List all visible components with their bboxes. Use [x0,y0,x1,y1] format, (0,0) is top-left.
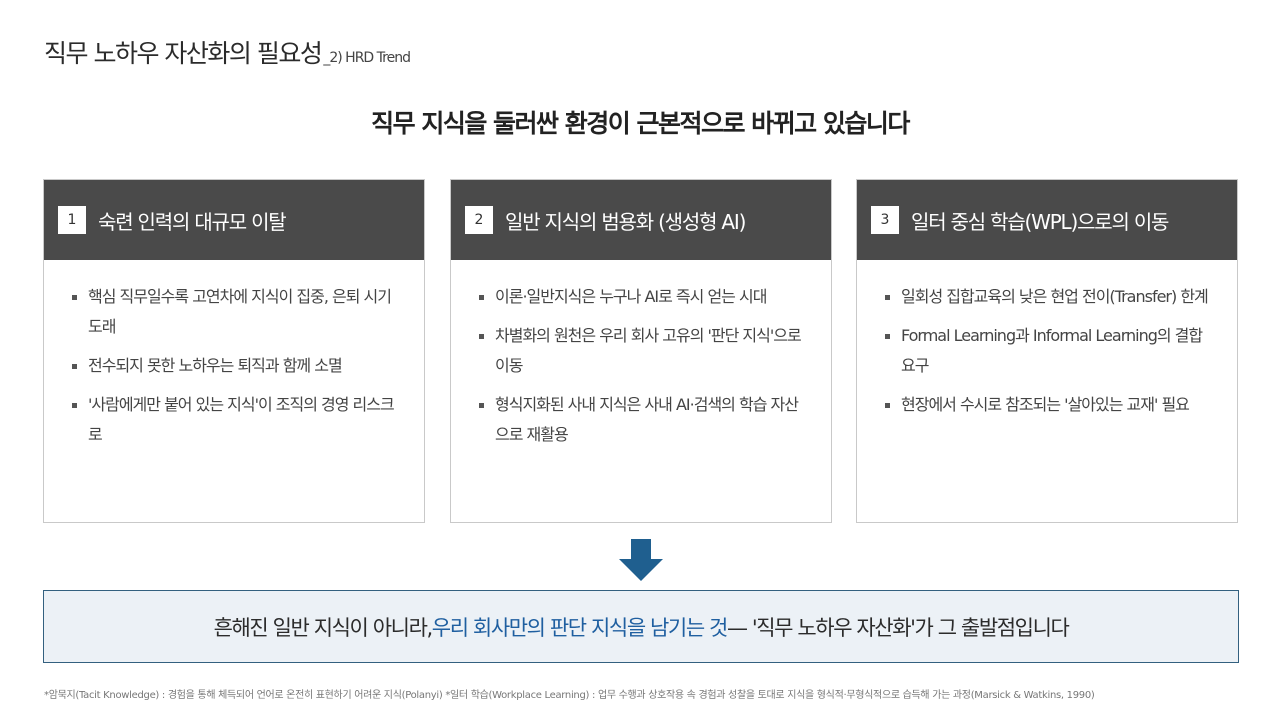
bullet-text: 이론·일반지식은 누구나 AI로 즉시 얻는 시대 [495,287,767,306]
list-item: 현장에서 수시로 참조되는 '살아있는 교재' 필요 [885,390,1213,420]
card-header: 3 일터 중심 학습(WPL)으로의 이동 [857,180,1237,260]
card-title: 일터 중심 학습(WPL)으로의 이동 [911,209,1169,234]
list-item: 일회성 집합교육의 낮은 현업 전이(Transfer) 한계 [885,282,1213,312]
list-item: 차별화의 원천은 우리 회사 고유의 '판단 지식'으로 이동 [479,321,807,381]
arrow-down-icon [619,539,663,581]
bullet-square-icon [72,364,77,369]
bullet-square-icon [885,334,890,339]
card-number: 1 [58,206,86,234]
bullet-square-icon [479,403,484,408]
page-title: 직무 노하우 자산화의 필요성 [44,39,323,68]
bullet-square-icon [72,403,77,408]
bullet-square-icon [479,334,484,339]
summary-box: 흔해진 일반 지식이 아니라, 우리 회사만의 판단 지식을 남기는 것 — '… [43,590,1239,663]
card-generative-ai: 2 일반 지식의 범용화 (생성형 AI) 이론·일반지식은 누구나 AI로 즉… [450,179,832,523]
list-item: 이론·일반지식은 누구나 AI로 즉시 얻는 시대 [479,282,807,312]
bullet-square-icon [885,403,890,408]
list-item: Formal Learning과 Informal Learning의 결합 요… [885,321,1213,381]
bullet-text: Formal Learning과 Informal Learning의 결합 요… [901,326,1203,375]
bullet-text: 전수되지 못한 노하우는 퇴직과 함께 소멸 [88,356,343,375]
card-header: 1 숙련 인력의 대규모 이탈 [44,180,424,260]
card-skilled-workforce: 1 숙련 인력의 대규모 이탈 핵심 직무일수록 고연차에 지식이 집중, 은퇴… [43,179,425,523]
card-number: 3 [871,206,899,234]
card-header: 2 일반 지식의 범용화 (생성형 AI) [451,180,831,260]
card-title: 일반 지식의 범용화 (생성형 AI) [505,209,746,234]
bullet-text: 형식지화된 사내 지식은 사내 AI·검색의 학습 자산으로 재활용 [495,395,799,444]
headline: 직무 지식을 둘러싼 환경이 근본적으로 바뀌고 있습니다 [371,109,910,138]
list-item: 형식지화된 사내 지식은 사내 AI·검색의 학습 자산으로 재활용 [479,390,807,450]
card-title: 숙련 인력의 대규모 이탈 [98,209,287,234]
list-item: 핵심 직무일수록 고연차에 지식이 집중, 은퇴 시기 도래 [72,282,400,342]
bullet-text: 핵심 직무일수록 고연차에 지식이 집중, 은퇴 시기 도래 [88,287,392,336]
bullet-square-icon [72,295,77,300]
summary-text-start: 흔해진 일반 지식이 아니라, [213,615,434,640]
bullet-list: 핵심 직무일수록 고연차에 지식이 집중, 은퇴 시기 도래 전수되지 못한 노… [44,260,424,450]
summary-text-end: — '직무 노하우 자산화'가 그 출발점입니다 [726,615,1070,640]
bullet-list: 이론·일반지식은 누구나 AI로 즉시 얻는 시대 차별화의 원천은 우리 회사… [451,260,831,450]
bullet-square-icon [885,295,890,300]
page-header: 직무 노하우 자산화의 필요성 _2) HRD Trend [44,34,411,70]
footnote: *암묵지(Tacit Knowledge) : 경험을 통해 체득되어 언어로 … [44,690,1095,701]
bullet-list: 일회성 집합교육의 낮은 현업 전이(Transfer) 한계 Formal L… [857,260,1237,420]
bullet-text: 일회성 집합교육의 낮은 현업 전이(Transfer) 한계 [901,287,1209,306]
card-workplace-learning: 3 일터 중심 학습(WPL)으로의 이동 일회성 집합교육의 낮은 현업 전이… [856,179,1238,523]
list-item: '사람에게만 붙어 있는 지식'이 조직의 경영 리스크로 [72,390,400,450]
bullet-text: 현장에서 수시로 참조되는 '살아있는 교재' 필요 [901,395,1190,414]
summary-highlight: 우리 회사만의 판단 지식을 남기는 것 [431,615,729,640]
card-number: 2 [465,206,493,234]
bullet-text: '사람에게만 붙어 있는 지식'이 조직의 경영 리스크로 [88,395,395,444]
bullet-text: 차별화의 원천은 우리 회사 고유의 '판단 지식'으로 이동 [495,326,802,375]
list-item: 전수되지 못한 노하우는 퇴직과 함께 소멸 [72,351,400,381]
bullet-square-icon [479,295,484,300]
page-subtitle: _2) HRD Trend [323,50,411,66]
